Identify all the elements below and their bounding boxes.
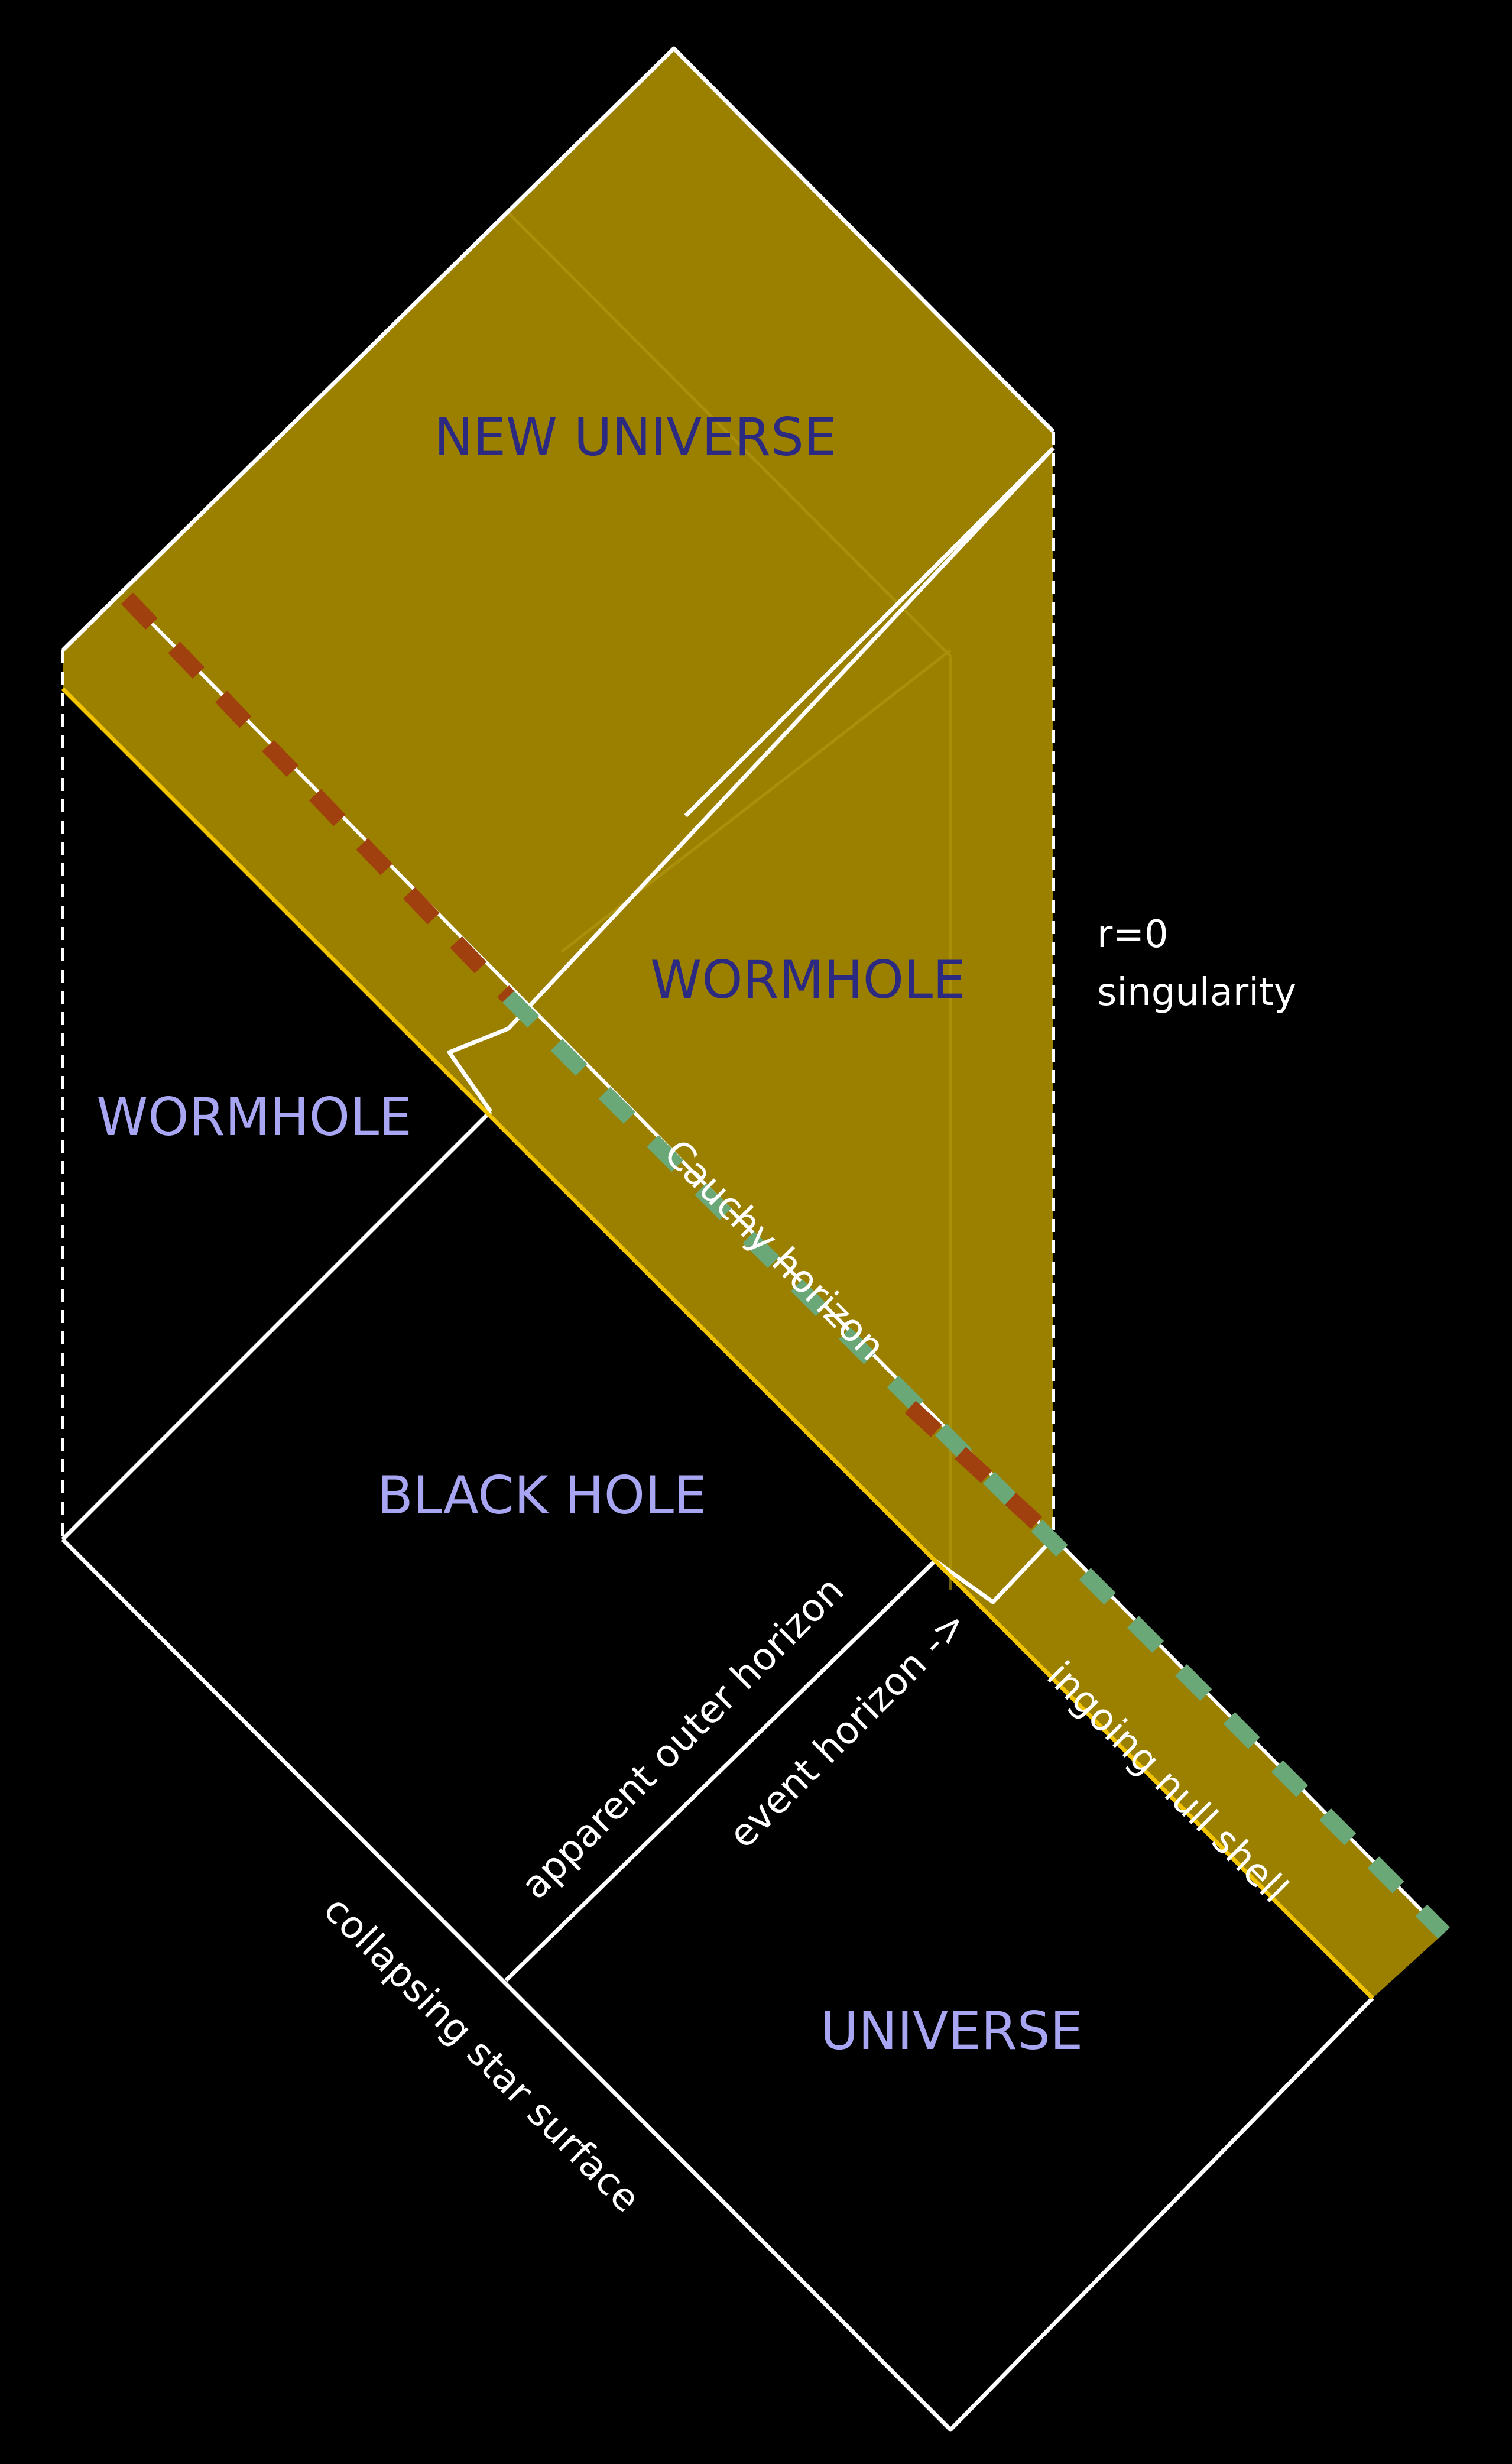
cauchy-horizon-dash-lower (502, 991, 1450, 1939)
black-hole-label: BLACK HOLE (377, 1465, 706, 1526)
cauchy-horizon-dash-upper (121, 592, 515, 1003)
singularity-dashed-lines (61, 432, 1055, 1539)
wormhole-left-label: WORMHOLE (96, 1087, 411, 1147)
shell-lower-edge (61, 687, 1374, 2000)
universe-label: UNIVERSE (820, 2001, 1083, 2061)
singularity-label-line1: r=0 (1097, 913, 1169, 957)
new-universe-label: NEW UNIVERSE (434, 407, 836, 468)
collapsing-star-surface-label: collapsing star surface (315, 1888, 648, 2221)
new-universe-boundary (61, 46, 1055, 1113)
singularity-label-line2: singularity (1097, 971, 1296, 1014)
ingoing-shell-region (63, 48, 1444, 1998)
black-hole-boundary (61, 1110, 1374, 2432)
wormhole-right-label: WORMHOLE (650, 949, 965, 1010)
apparent-outer-horizon-label: apparent outer horizon (513, 1568, 852, 1908)
cauchy-horizon-white (125, 596, 1446, 1935)
cauchy-horizon-dash-red-segment (904, 1400, 1059, 1545)
